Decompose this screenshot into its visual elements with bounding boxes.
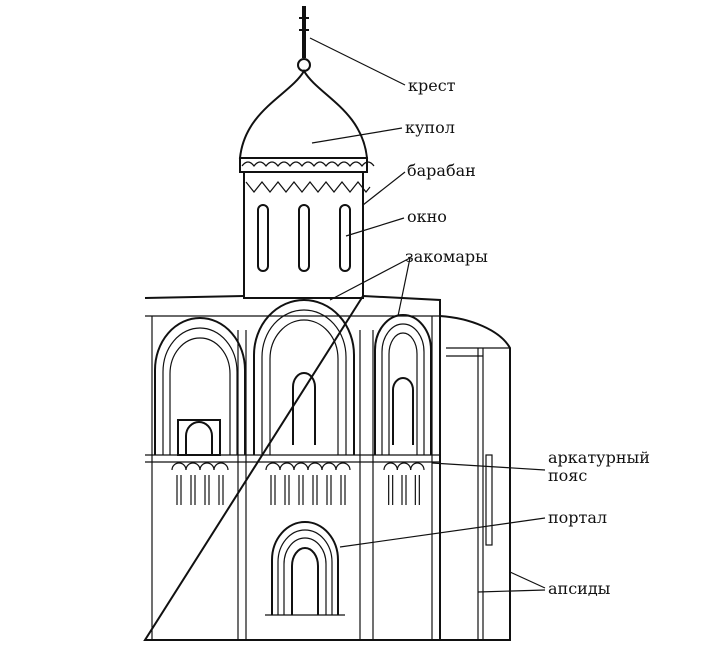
label-dome: купол	[405, 118, 455, 137]
arcature-column	[383, 462, 398, 505]
label-drum: барабан	[407, 161, 476, 180]
portal	[265, 521, 345, 616]
arcature-column	[185, 462, 201, 505]
arcature-column	[410, 462, 425, 505]
label-apses: апсиды	[548, 579, 611, 598]
label-cross: крест	[408, 76, 456, 95]
dome	[238, 69, 369, 159]
leader-lines	[309, 37, 546, 593]
arcature-column	[307, 462, 323, 505]
label-window: окно	[407, 207, 447, 226]
label-portal: портал	[548, 508, 607, 527]
cross	[297, 6, 311, 72]
label-arcature-belt-line2: пояс	[548, 466, 587, 485]
label-arcature-belt-line1: аркатурный	[548, 448, 650, 467]
arcature-column	[213, 462, 229, 505]
arcature-column	[396, 462, 412, 505]
apses	[439, 315, 511, 641]
arcature-column	[171, 462, 187, 505]
arcature-column	[293, 462, 309, 505]
drum-window	[298, 204, 310, 272]
label-zakomary: закомары	[405, 247, 488, 266]
arcature-belt	[171, 462, 425, 505]
arcature-column	[279, 462, 295, 505]
arcature-column	[335, 462, 351, 505]
drum-window	[339, 204, 351, 272]
arcature-column	[321, 462, 337, 505]
arcature-column	[265, 462, 281, 505]
drum	[239, 157, 375, 299]
drum-window	[257, 204, 269, 272]
zakomary	[154, 299, 432, 456]
arcature-column	[199, 462, 215, 505]
